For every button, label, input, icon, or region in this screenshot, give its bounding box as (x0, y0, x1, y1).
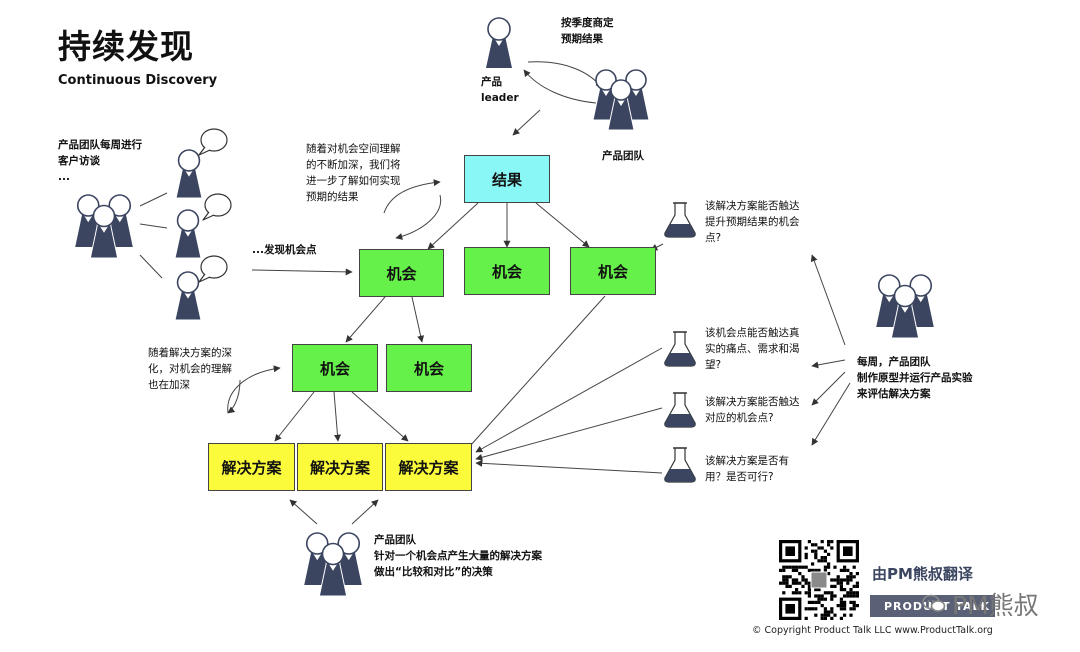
arrow-outcome-opp1 (427, 202, 479, 250)
opportunity-box-top-2: 机会 (464, 247, 550, 295)
interview-team-group-icon (73, 194, 135, 259)
copyright-text: © Copyright Product Talk LLC www.Product… (752, 625, 993, 636)
question-1: 该解决方案能否触达提升预期结果的机会点? (705, 200, 800, 244)
speech-bubble-3-icon (198, 255, 228, 283)
arrow-weekly-q2 (811, 359, 846, 369)
flask-3-icon (664, 392, 696, 428)
arrow-curl-mid (227, 365, 281, 414)
interview-line-2 (139, 223, 168, 229)
arrow-opp3-sol3 (469, 295, 606, 447)
arrow-weekly-q1 (810, 254, 846, 346)
arrow-curl-opp (395, 194, 442, 240)
quarterly-label: 按季度商定预期结果 (561, 17, 614, 45)
watermark-text: PM熊叔 (952, 591, 1039, 620)
solution-box-1: 解决方案 (208, 443, 295, 491)
leader-person-icon (486, 17, 512, 68)
flask-4-icon (664, 447, 696, 483)
arrow-flask3-sol3 (475, 407, 663, 461)
arrow-bottom-team-sol2 (351, 499, 379, 525)
arrow-opp1-mid2 (411, 296, 425, 343)
arrow-weekly-q4 (811, 382, 851, 446)
opportunity-box-top-1: 机会 (359, 249, 444, 297)
interviewee-3-icon (175, 271, 201, 320)
arrow-outcome-opp3 (535, 202, 590, 248)
arrow-mid1-sol3 (351, 391, 409, 442)
question-4: 该解决方案是否有用？是否可行? (705, 455, 789, 483)
question-3: 该解决方案能否触达对应的机会点? (705, 396, 800, 424)
speech-bubble-2-icon (202, 193, 232, 221)
interview-line-3 (139, 254, 163, 279)
opportunity-box-mid-1: 机会 (292, 344, 378, 392)
interview-line-1 (139, 192, 168, 207)
page-title: 持续发现 (58, 27, 194, 66)
flask-1-icon (664, 202, 696, 238)
speech-bubble-1-icon (198, 128, 228, 156)
flask-2-icon (664, 331, 696, 367)
top-team-group-icon (592, 69, 650, 131)
discover-label: ...发现机会点 (252, 244, 317, 256)
bottom-team-group-icon (302, 532, 364, 597)
team-top-label: 产品团队 (602, 150, 644, 162)
weekly-team-label: 每周，产品团队制作原型并运行产品实验来评估解决方案 (857, 356, 973, 400)
solution-deepen-note: 随着解决方案的深化，对机会的理解 也在加深 (148, 347, 232, 391)
arrow-discover (251, 268, 353, 276)
arrow-curl-sol (227, 379, 241, 414)
interviewee-2-icon (175, 209, 201, 258)
question-2: 该机会点能否触达真实的痛点、需求和渴望? (705, 327, 800, 371)
arrow-team-outcome (512, 109, 541, 136)
outcome-box: 结果 (464, 155, 550, 203)
arrow-flask4-sol3 (475, 459, 663, 474)
arrow-weekly-q3 (811, 371, 846, 406)
arrow-bottom-team-sol1 (289, 499, 318, 525)
solution-box-2: 解决方案 (297, 443, 383, 491)
wechat-icon (922, 594, 946, 612)
arrow-team-leader (523, 69, 597, 104)
interviewee-1-icon (176, 149, 202, 198)
arrow-mid1-sol2 (333, 391, 341, 442)
arrow-curl-outcome (383, 179, 441, 214)
translated-by-label: 由PM熊叔翻译 (872, 565, 973, 583)
page-subtitle: Continuous Discovery (58, 73, 218, 88)
opportunity-box-top-3: 机会 (570, 247, 656, 295)
arrow-opp1-mid1 (345, 296, 386, 343)
bottom-team-label: 产品团队针对一个机会点产生大量的解决方案 做出“比较和对比”的决策 (374, 534, 542, 578)
solution-box-3: 解决方案 (385, 443, 472, 491)
weekly-team-group-icon (874, 274, 936, 339)
qr-code-icon (779, 540, 859, 620)
opportunity-box-mid-2: 机会 (386, 344, 472, 392)
opportunity-space-note: 随着对机会空间理解的不断加深，我们将 进一步了解如何实现预期的结果 (306, 143, 401, 203)
interview-label: 产品团队每周进行客户访谈... (58, 139, 142, 183)
arrow-mid1-sol1 (274, 391, 315, 442)
arrow-flask2-sol3 (475, 347, 663, 453)
